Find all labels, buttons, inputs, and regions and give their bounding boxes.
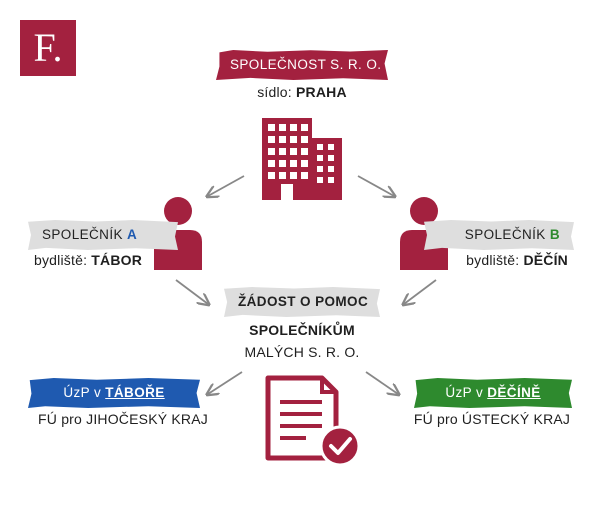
company-name: SPOLEČNOST S. R. O.	[230, 57, 382, 72]
partner-a-letter: A	[127, 227, 138, 242]
company-seat: sídlo: PRAHA	[216, 84, 388, 100]
office-decin-band: ÚzP v DĚČÍNĚ	[414, 378, 572, 408]
partner-a-residence-value: TÁBOR	[91, 252, 143, 268]
partner-b-letter: B	[549, 227, 560, 242]
partner-b-residence: bydliště: DĚČÍN	[420, 252, 568, 268]
office-decin-place: DĚČÍNĚ	[487, 385, 541, 400]
partner-a-prefix: SPOLEČNÍK	[42, 227, 123, 242]
document-check-icon	[265, 375, 361, 467]
company-seat-label: sídlo:	[257, 84, 292, 100]
application-line3: MALÝCH S. R. O.	[244, 344, 360, 360]
application-title: ŽÁDOST O POMOC	[238, 294, 369, 309]
office-tabor-detail: FÚ pro JIHOČESKÝ KRAJ	[38, 411, 208, 427]
partner-b-residence-label: bydliště:	[466, 252, 520, 268]
partner-b-band: SPOLEČNÍK B	[424, 220, 574, 250]
office-decin-prefix: ÚzP v	[445, 385, 484, 400]
application-line2: SPOLEČNÍKŮM	[249, 322, 355, 338]
office-tabor-band: ÚzP v TÁBOŘE	[28, 378, 200, 408]
partner-a-residence-label: bydliště:	[34, 252, 88, 268]
partner-a-band: SPOLEČNÍK A	[28, 220, 178, 250]
logo: F.	[20, 20, 76, 76]
partner-b-prefix: SPOLEČNÍK	[464, 227, 546, 242]
partner-a-residence: bydliště: TÁBOR	[34, 252, 142, 268]
company-seat-value: PRAHA	[295, 84, 347, 100]
company-name-band: SPOLEČNOST S. R. O.	[216, 50, 388, 80]
application-title-band: ŽÁDOST O POMOC	[224, 287, 380, 317]
office-tabor-place: TÁBOŘE	[105, 385, 165, 400]
arrow-icon	[175, 175, 437, 394]
building-icon	[262, 118, 342, 200]
partner-b-residence-value: DĚČÍN	[523, 252, 568, 268]
office-tabor-prefix: ÚzP v	[63, 385, 102, 400]
office-decin-detail: FÚ pro ÚSTECKÝ KRAJ	[413, 411, 571, 427]
